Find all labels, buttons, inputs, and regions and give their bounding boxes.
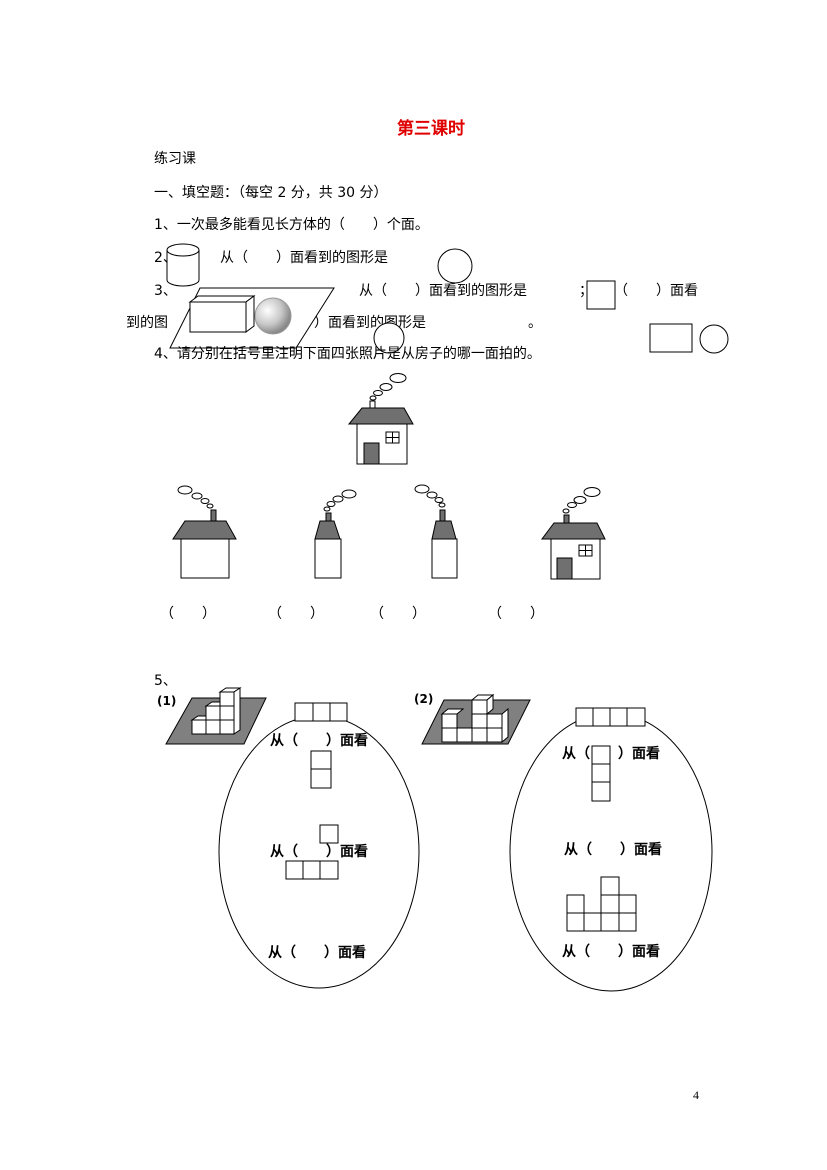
square-answer-icon — [586, 280, 616, 310]
view-grid-2-front — [566, 876, 637, 932]
view-label-1b: 从（ ）面看 — [270, 844, 368, 860]
circle-answer-icon — [437, 248, 473, 284]
blank-view-d: （ ） — [488, 606, 544, 622]
question-3-continuation: 到的图 — [126, 315, 168, 331]
cube-stack-1 — [165, 687, 267, 745]
rectangle-answer-icon — [649, 323, 693, 353]
question-3-part2: （ ）面看 — [614, 283, 698, 299]
view-grid-2-top — [575, 707, 646, 727]
view-label-2c: 从（ ）面看 — [562, 944, 660, 960]
cuboid-sphere-scene — [169, 287, 335, 349]
circle-answer-icon-2 — [373, 322, 405, 354]
blank-view-b: （ ） — [268, 606, 324, 622]
question-3-number: 3、 — [154, 283, 177, 299]
section-heading: 一、填空题：（每空 2 分，共 30 分） — [154, 185, 388, 201]
part-1-label: (1) — [157, 694, 177, 708]
question-3-part1: 从（ ）面看到的图形是 — [359, 283, 527, 299]
house-main-figure — [347, 373, 414, 465]
blank-view-a: （ ） — [160, 606, 216, 622]
view-grid-1-front — [285, 824, 339, 880]
house-view-b — [314, 489, 357, 579]
question-4: 4、请分别在括号里注明下面四张照片是从房子的哪一面拍的。 — [154, 346, 541, 362]
view-label-2b: 从（ ）面看 — [564, 842, 662, 858]
question-2-text: 从（ ）面看到的图形是 — [220, 250, 388, 266]
view-grid-1-top — [294, 702, 348, 722]
question-5-number: 5、 — [154, 673, 177, 689]
question-1: 1、一次最多能看见长方体的（ ）个面。 — [154, 217, 429, 233]
view-label-2a: 从（ ）面看 — [562, 746, 660, 762]
page-title: 第三课时 — [397, 119, 465, 139]
house-view-d — [541, 487, 606, 580]
house-view-c — [414, 484, 458, 579]
circle-answer-icon-3 — [699, 324, 729, 354]
blank-view-c: （ ） — [370, 606, 426, 622]
view-label-1c: 从（ ）面看 — [268, 945, 366, 961]
view-grid-1-side — [310, 750, 332, 789]
view-grid-2-side — [591, 745, 611, 802]
house-view-a — [172, 485, 237, 579]
cube-stack-2 — [421, 693, 531, 745]
page-number: 4 — [693, 1088, 699, 1102]
question-3-end: 。 — [528, 315, 542, 331]
subtitle: 练习课 — [154, 151, 196, 167]
part-2-label: (2) — [414, 692, 434, 706]
cylinder-figure — [166, 243, 200, 287]
view-label-1a: 从（ ）面看 — [270, 733, 368, 749]
